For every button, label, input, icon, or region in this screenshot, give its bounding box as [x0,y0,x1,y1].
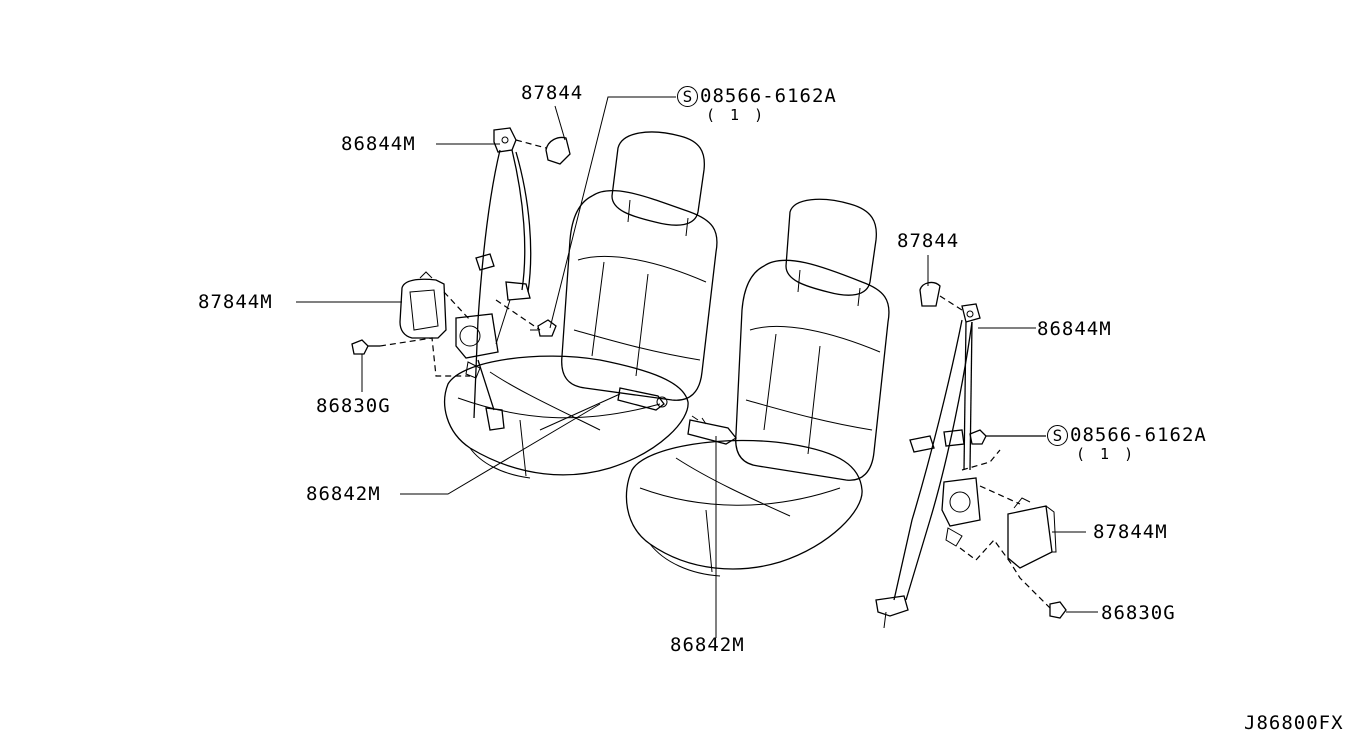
right-seat-drawing [625,198,890,577]
left-seat-drawing [444,131,718,479]
figure-code: J86800FX [1244,712,1344,734]
left-belt-assembly [351,127,571,431]
label-86842m-center: 86842M [670,634,745,656]
label-86830g-right: 86830G [1101,602,1176,624]
label-87844-right: 87844 [897,230,960,252]
standard-part-s-icon: S [677,86,698,107]
leader-lines [296,96,1098,638]
screw-callout-right: S 08566-6162A [1047,425,1207,446]
label-86844m-left: 86844M [341,133,416,155]
label-86842m-left: 86842M [306,483,381,505]
screw-qty-top: ( 1 ) [706,106,767,124]
screw-part-number-top: 08566-6162A [700,85,837,107]
screw-qty-right: ( 1 ) [1076,445,1137,463]
label-87844-top: 87844 [521,82,584,104]
screw-part-number-right: 08566-6162A [1070,424,1207,446]
label-86830g-left: 86830G [316,395,391,417]
label-87844m-left: 87844M [198,291,273,313]
label-86844m-right: 86844M [1037,318,1112,340]
standard-part-s-icon: S [1047,425,1068,446]
screw-callout-top: S 08566-6162A [677,86,837,107]
label-87844m-right: 87844M [1093,521,1168,543]
